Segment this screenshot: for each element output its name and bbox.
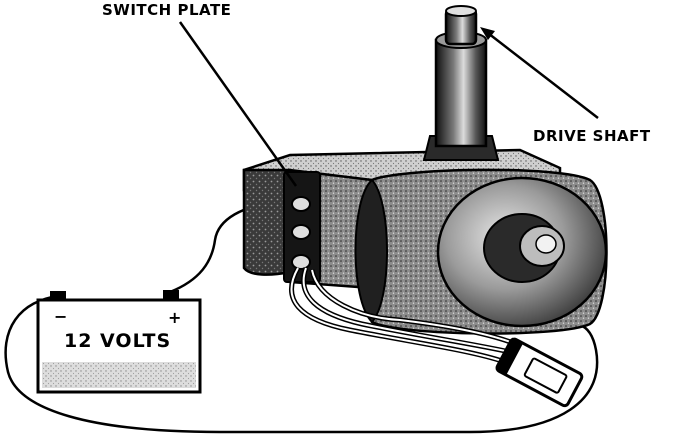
motor-body bbox=[354, 168, 608, 335]
battery-voltage-label: 12 VOLTS bbox=[64, 330, 171, 352]
battery-negative-terminal bbox=[50, 291, 66, 301]
battery-positive-terminal bbox=[163, 290, 179, 301]
terminal-middle bbox=[291, 224, 311, 240]
battery: − + 12 VOLTS bbox=[36, 290, 202, 394]
connector-plug bbox=[495, 337, 584, 408]
switch-plate bbox=[283, 171, 321, 283]
switch-plate-leader bbox=[178, 21, 298, 187]
drive-shaft-arrowhead bbox=[480, 27, 495, 40]
terminal-bottom bbox=[291, 254, 311, 270]
circuit-wire bbox=[4, 294, 599, 434]
battery-positive-sign: + bbox=[168, 308, 181, 327]
drive-shaft bbox=[422, 5, 500, 161]
terminal-top bbox=[291, 196, 311, 212]
drive-shaft-leader bbox=[483, 29, 599, 119]
battery-negative-sign: − bbox=[54, 307, 67, 326]
wire-harness bbox=[289, 266, 584, 408]
drive-shaft-label: DRIVE SHAFT bbox=[533, 127, 651, 145]
switch-plate-label: SWITCH PLATE bbox=[102, 1, 231, 19]
